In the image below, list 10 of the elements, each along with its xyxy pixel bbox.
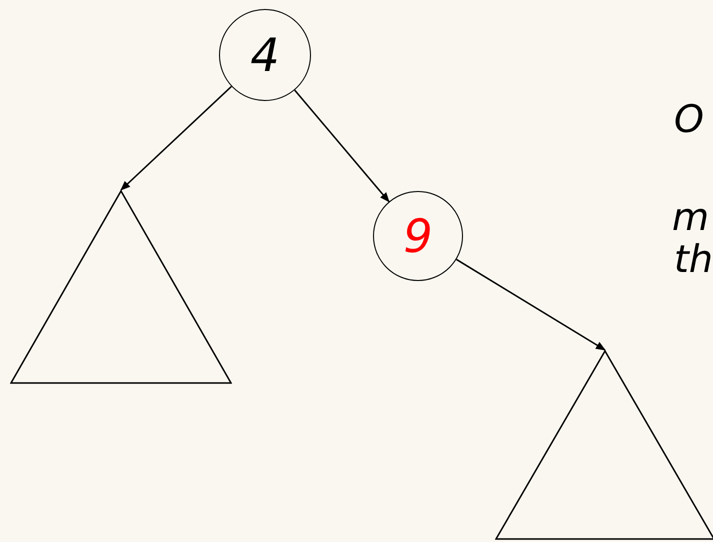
note-text: th	[674, 240, 713, 278]
note-text: m	[672, 198, 710, 236]
subtree-triangle	[10, 190, 232, 384]
node-key: 9	[403, 213, 433, 259]
subtree-triangle	[495, 350, 713, 540]
arrow	[120, 86, 232, 191]
node-key: 4	[250, 32, 280, 78]
arrow	[294, 90, 390, 202]
arrow	[456, 258, 606, 351]
note-text: O	[674, 100, 704, 138]
